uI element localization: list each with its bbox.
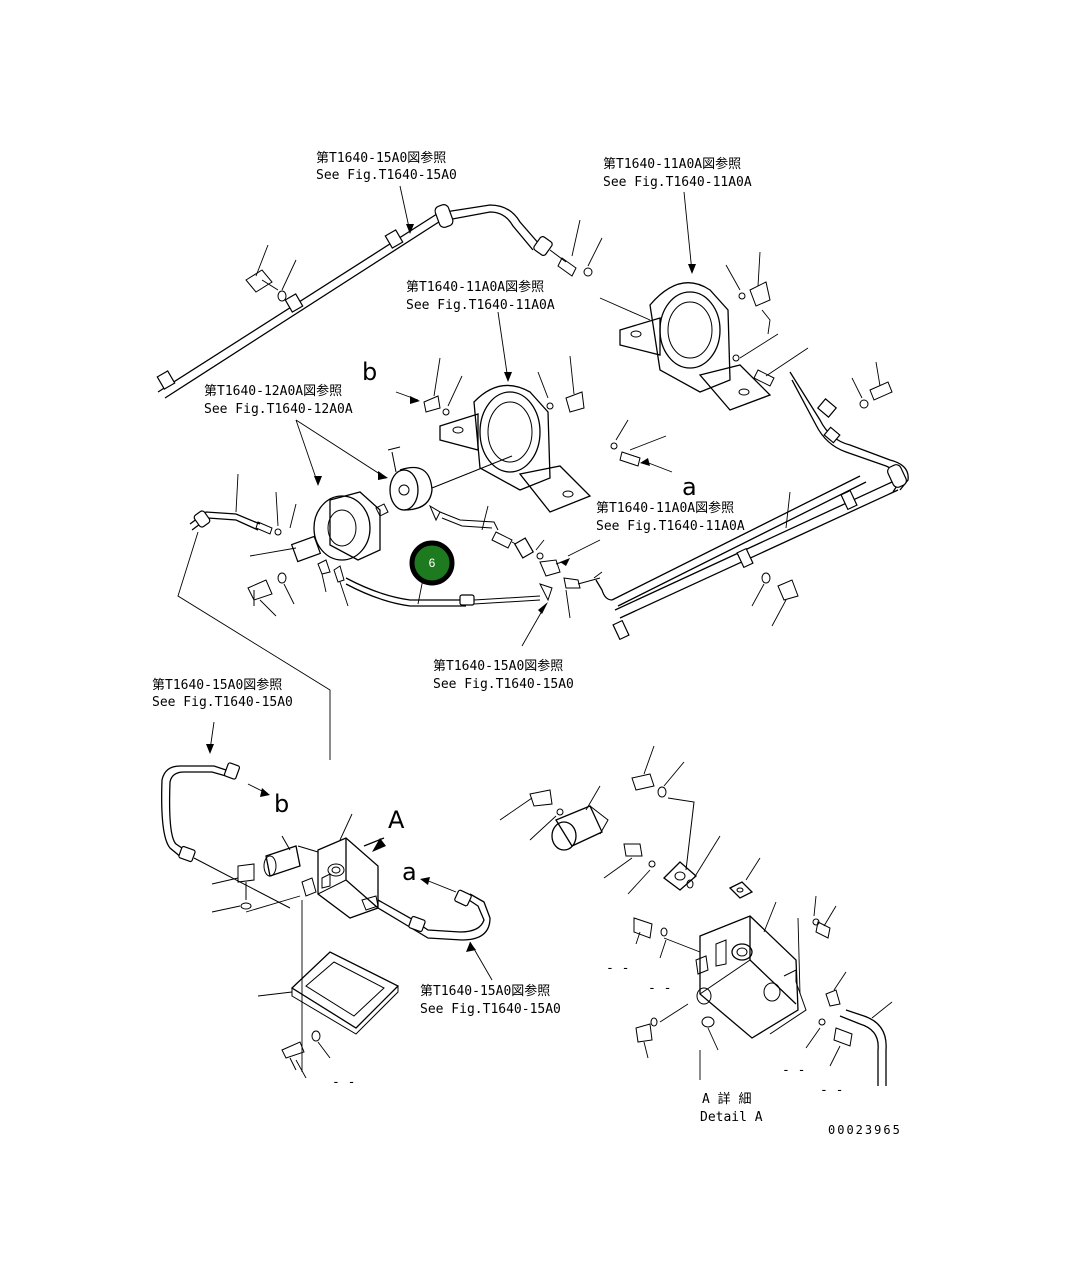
detail-a-jp: A 詳 細 xyxy=(702,1091,751,1107)
marker-b-lower: b xyxy=(274,790,289,818)
valve-block-left xyxy=(211,813,386,1072)
lower-right-hose xyxy=(377,877,493,981)
right-bearing-housing xyxy=(599,191,809,411)
left-ref-jp: 第T1640-15A0図参照 xyxy=(152,677,282,693)
tee-ref-jp: 第T1640-11A0A図参照 xyxy=(596,500,734,516)
left-ref-en: See Fig.T1640-15A0 xyxy=(152,695,293,710)
dash-3: - - xyxy=(332,1075,355,1090)
dash-4: - - xyxy=(782,1063,805,1078)
callout-6[interactable]: 6 xyxy=(409,540,455,586)
mounting-bracket xyxy=(257,951,400,1079)
center-bearing-ref-jp: 第T1640-11A0A図参照 xyxy=(406,279,544,295)
dash-5: - - xyxy=(820,1083,843,1098)
detail-a-drawing xyxy=(499,745,893,1086)
hose-6 xyxy=(345,573,541,607)
tee-fittings xyxy=(428,504,603,647)
motor-ref-en: See Fig.T1640-12A0A xyxy=(204,402,353,417)
top-hose-ref-jp: 第T1640-15A0図参照 xyxy=(316,150,446,166)
reference-label-center-bearing: 第T1640-11A0A図参照 See Fig.T1640-11A0A xyxy=(406,279,555,313)
drawing-code: 00023965 xyxy=(828,1123,902,1137)
bottom-ref-jp: 第T1640-15A0図参照 xyxy=(420,983,550,999)
marker-a-upper: a xyxy=(682,473,697,501)
right-bearing-ref-jp: 第T1640-11A0A図参照 xyxy=(603,156,741,172)
reference-label-tee: 第T1640-11A0A図参照 See Fig.T1640-11A0A xyxy=(596,500,745,534)
lower-mid-ref-jp: 第T1640-15A0図参照 xyxy=(433,658,563,674)
lower-mid-ref-en: See Fig.T1640-15A0 xyxy=(433,677,574,692)
center-bearing-housing xyxy=(395,311,673,513)
dash-1: - - xyxy=(606,961,629,976)
reference-label-right-bearing: 第T1640-11A0A図参照 See Fig.T1640-11A0A xyxy=(603,156,752,190)
callout-6-circle[interactable] xyxy=(409,540,455,586)
detail-a-en: Detail A xyxy=(700,1110,763,1125)
bottom-ref-en: See Fig.T1640-15A0 xyxy=(420,1002,561,1017)
reference-label-left: 第T1640-15A0図参照 See Fig.T1640-15A0 xyxy=(152,677,293,710)
tee-ref-en: See Fig.T1640-11A0A xyxy=(596,519,745,534)
right-hydraulic-lines xyxy=(595,361,909,641)
motor-ref-jp: 第T1640-12A0A図参照 xyxy=(204,383,342,399)
right-bearing-ref-en: See Fig.T1640-11A0A xyxy=(603,175,752,190)
reference-label-top-hose: 第T1640-15A0図参照 See Fig.T1640-15A0 xyxy=(316,150,457,183)
detail-a-caption: A 詳 細 Detail A xyxy=(700,1091,763,1125)
center-bearing-ref-en: See Fig.T1640-11A0A xyxy=(406,298,555,313)
reference-label-bottom: 第T1640-15A0図参照 See Fig.T1640-15A0 xyxy=(420,983,561,1017)
lower-left-hose xyxy=(161,721,291,909)
left-hose-line xyxy=(177,473,331,760)
marker-A-view: A xyxy=(388,806,405,834)
callout-6-number: 6 xyxy=(429,556,436,570)
upper-pipe-assembly xyxy=(156,185,603,399)
marker-a-lower: a xyxy=(402,858,417,886)
reference-label-lower-mid: 第T1640-15A0図参照 See Fig.T1640-15A0 xyxy=(433,658,574,692)
marker-b-upper: b xyxy=(362,358,377,386)
reference-label-motor: 第T1640-12A0A図参照 See Fig.T1640-12A0A xyxy=(204,383,353,417)
top-hose-ref-en: See Fig.T1640-15A0 xyxy=(316,168,457,183)
motor-assembly xyxy=(247,419,513,617)
dash-2: - - xyxy=(648,981,671,996)
